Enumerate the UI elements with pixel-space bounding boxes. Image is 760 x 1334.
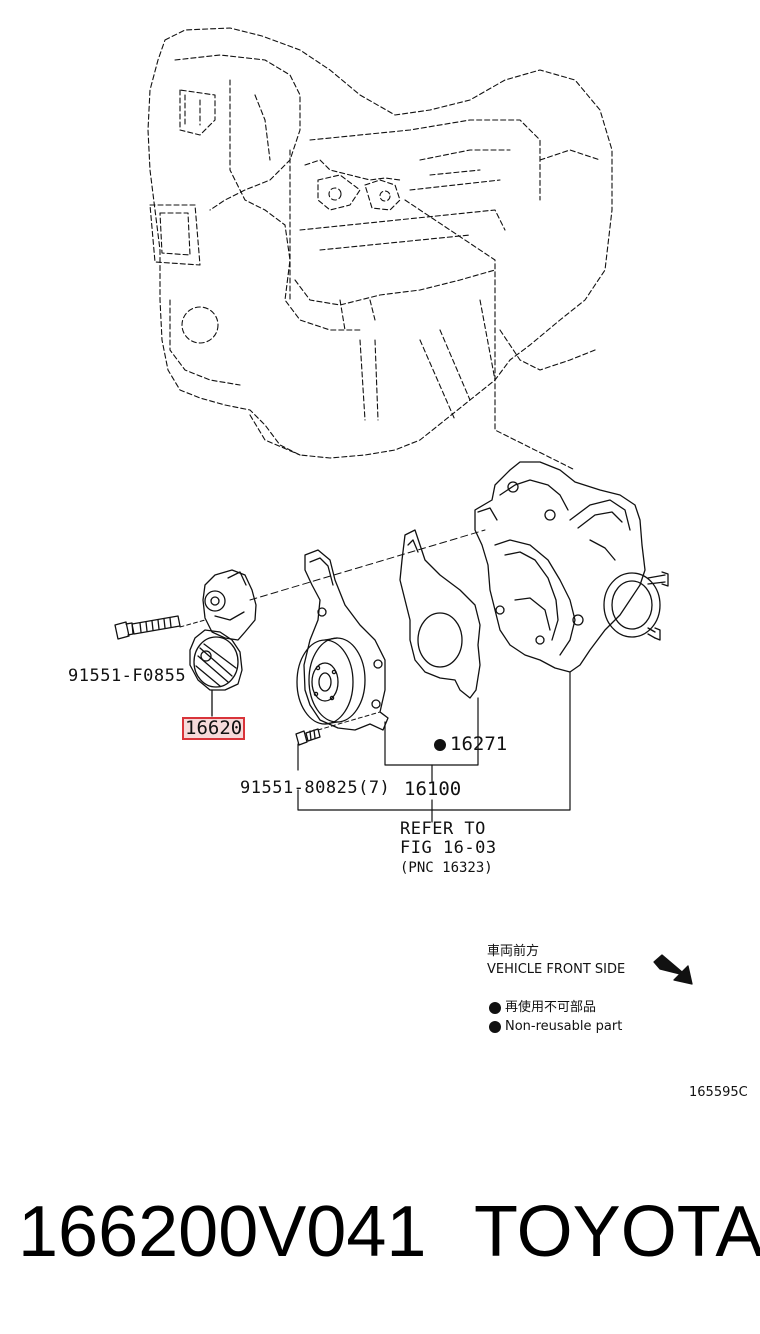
callout-gasket-text: 16271	[450, 733, 508, 755]
callout-bolt-a[interactable]: 91551-F0855	[68, 666, 187, 686]
water-pump-pulley	[296, 637, 366, 725]
footer-part-number: 166200V041	[18, 1192, 427, 1272]
refer-line-2: FIG 16-03	[400, 838, 497, 858]
front-arrow-icon	[653, 954, 693, 985]
figure-code: 165595C	[689, 1085, 748, 1100]
legend-front-jp: 車両前方	[487, 944, 540, 959]
callout-gasket[interactable]: 16271	[434, 735, 507, 754]
bolt-91551-80825	[295, 728, 321, 746]
nonreusable-dot-icon	[434, 738, 446, 751]
legend-nonreuse-jp: 再使用不可部品	[489, 1001, 596, 1014]
bullet-dot-icon	[489, 1001, 501, 1014]
bolt-91551-f0855	[114, 615, 181, 640]
callout-tensioner-highlighted[interactable]: 16620	[182, 717, 246, 740]
pump-bracket-plate	[303, 549, 389, 731]
bullet-dot-icon	[489, 1020, 501, 1033]
tensioner-assembly-16620	[189, 569, 257, 691]
footer-brand: TOYOTA	[474, 1192, 760, 1272]
legend-nonreuse-en-text: Non-reusable part	[505, 1019, 623, 1034]
bolt-a-dash	[179, 619, 206, 628]
bolt-b-dash	[317, 711, 381, 731]
callout-bolt-b[interactable]: 91551-80825(7)	[240, 778, 391, 798]
callout-pump[interactable]: 16100	[404, 778, 462, 800]
gasket-16271	[399, 529, 481, 699]
refer-line-1: REFER TO	[400, 819, 486, 839]
callout-leaders	[297, 671, 571, 823]
engine-block-phantom	[147, 27, 613, 471]
refer-line-3: (PNC 16323)	[400, 860, 493, 876]
water-pump-housing	[474, 461, 669, 673]
alignment-line	[249, 529, 486, 601]
legend-nonreuse-jp-text: 再使用不可部品	[505, 1000, 597, 1015]
legend-front-en: VEHICLE FRONT SIDE	[487, 962, 626, 977]
legend-nonreuse-en: Non-reusable part	[489, 1020, 622, 1033]
